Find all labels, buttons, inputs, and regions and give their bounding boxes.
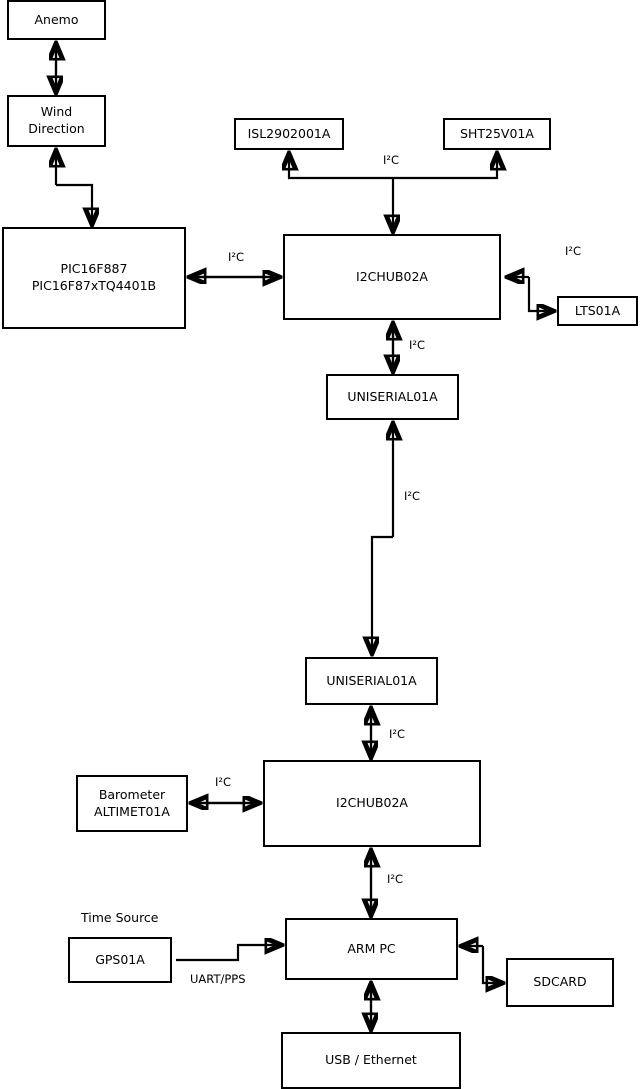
- edge-label-i2c-hub-lts: I²C: [565, 244, 582, 258]
- node-pic-microcontroller[interactable]: PIC16F887 PIC16F87xTQ4401B: [2, 227, 186, 329]
- edge-label-i2c-baro-hub2: I²C: [215, 775, 232, 789]
- edge-label-i2c-uniserial-hub2: I²C: [389, 727, 406, 741]
- wire-bus-sht: [393, 154, 497, 180]
- node-sht25v01a[interactable]: SHT25V01A: [443, 118, 551, 150]
- edge-label-uart-pps: UART/PPS: [190, 972, 246, 986]
- edge-label-i2c-uniserial-link: I²C: [404, 489, 421, 503]
- node-usb-ethernet[interactable]: USB / Ethernet: [281, 1032, 461, 1089]
- wire-hub-lts: [527, 277, 553, 311]
- wire-bus-isl: [289, 154, 393, 180]
- node-anemo[interactable]: Anemo: [7, 0, 106, 40]
- edge-label-i2c-sensors-hub: I²C: [383, 153, 400, 167]
- node-arm-pc[interactable]: ARM PC: [285, 918, 458, 980]
- node-gps01a[interactable]: GPS01A: [68, 937, 172, 983]
- node-i2chub02a-bottom[interactable]: I2CHUB02A: [263, 760, 481, 847]
- node-uniserial01a-upper[interactable]: UNISERIAL01A: [326, 374, 459, 420]
- node-i2chub02a-top[interactable]: I2CHUB02A: [283, 234, 501, 320]
- edge-label-i2c-pic-hub: I²C: [228, 250, 245, 264]
- node-lts01a[interactable]: LTS01A: [557, 296, 638, 326]
- node-wind-direction[interactable]: Wind Direction: [7, 95, 106, 147]
- wire-uniserial-link-down: [372, 535, 393, 653]
- node-barometer-altimet01a[interactable]: Barometer ALTIMET01A: [76, 775, 188, 832]
- wire-wind-pic-elbow: [56, 183, 92, 224]
- node-uniserial01a-lower[interactable]: UNISERIAL01A: [305, 657, 438, 705]
- node-isl2902001a[interactable]: ISL2902001A: [234, 118, 344, 150]
- wire-gps-arm: [176, 945, 281, 962]
- edge-label-i2c-hub2-arm: I²C: [387, 872, 404, 886]
- wire-arm-sdcard: [481, 946, 502, 983]
- edge-label-i2c-hub-uniserial: I²C: [409, 338, 426, 352]
- node-sdcard[interactable]: SDCARD: [506, 958, 614, 1007]
- label-time-source: Time Source: [81, 910, 159, 925]
